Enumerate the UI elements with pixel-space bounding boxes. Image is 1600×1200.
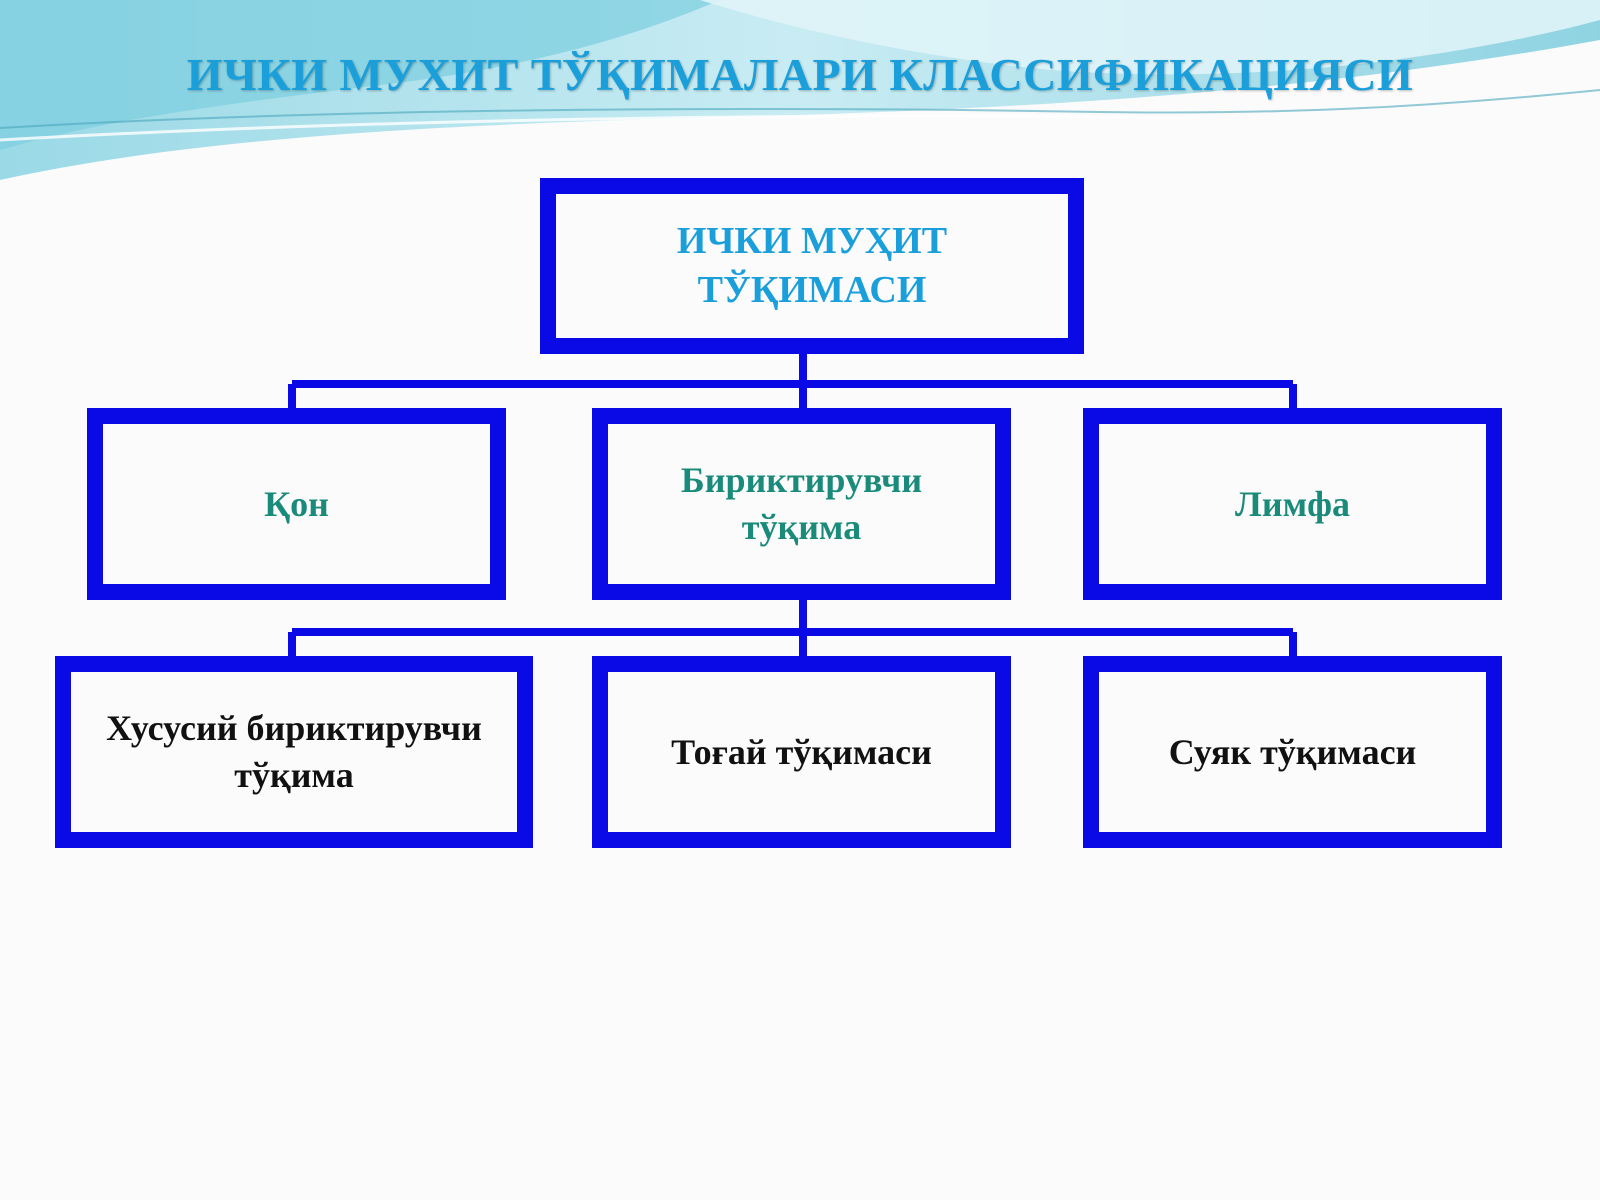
node-proper-connective: Хусусий бириктирувчи тўқима	[55, 656, 533, 848]
node-root-line2: ТЎҚИМАСИ	[697, 269, 927, 311]
node-blood: Қон	[87, 408, 506, 600]
slide-title: ИЧКИ МУХИТ ТЎҚИМАЛАРИ КЛАССИФИКАЦИЯСИ	[186, 49, 1414, 100]
header-wave-decoration	[0, 0, 1600, 180]
node-root-line1: ИЧКИ МУҲИТ	[676, 219, 948, 262]
node-bone-label: Суяк тўқимаси	[1168, 731, 1417, 772]
node-blood-label: Қон	[264, 483, 329, 524]
node-root: ИЧКИ МУҲИТ ТЎҚИМАСИ	[540, 178, 1084, 354]
node-proper-connective-line1: Хусусий бириктирувчи	[106, 708, 482, 749]
node-cartilage: Тоғай тўқимаси	[592, 656, 1011, 848]
node-connective-line1: Бириктирувчи	[680, 460, 923, 501]
node-lymph: Лимфа	[1083, 408, 1502, 600]
node-lymph-label: Лимфа	[1235, 483, 1350, 524]
node-proper-connective-line2: тўқима	[234, 755, 354, 795]
node-bone: Суяк тўқимаси	[1083, 656, 1502, 848]
node-connective: Бириктирувчи тўқима	[592, 408, 1011, 600]
node-connective-line2: тўқима	[741, 507, 862, 547]
node-cartilage-label: Тоғай тўқимаси	[671, 731, 932, 772]
